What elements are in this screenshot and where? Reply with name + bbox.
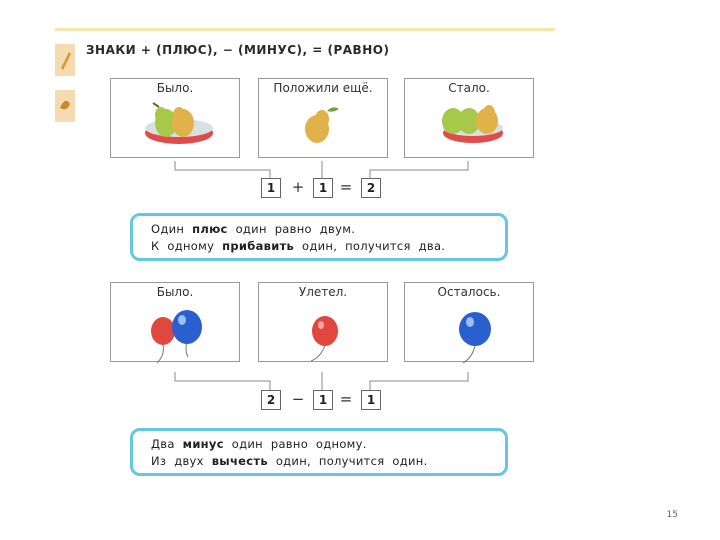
rule-text: Из двух bbox=[151, 454, 212, 468]
rule-keyword: минус bbox=[182, 437, 224, 451]
minus-sign: − bbox=[291, 390, 305, 408]
caption-left: Осталось. bbox=[437, 285, 501, 299]
equation-operand: 1 bbox=[313, 390, 333, 410]
equals-sign: = bbox=[339, 390, 353, 408]
rule-text: один равно двум. bbox=[227, 222, 356, 236]
rule-line: Из двух вычесть один, получится один. bbox=[151, 454, 428, 468]
panel-flew-away: Улетел. bbox=[258, 282, 388, 362]
balloons-icon bbox=[151, 310, 202, 364]
caption-before: Было. bbox=[156, 285, 194, 299]
panel-result: Стало. bbox=[404, 78, 534, 158]
panel-before: Было. bbox=[110, 78, 240, 158]
caption-result: Стало. bbox=[448, 81, 490, 95]
rule-text: один, получится два. bbox=[294, 239, 446, 253]
panel-left: Осталось. bbox=[404, 282, 534, 364]
equation-result: 2 bbox=[361, 178, 381, 198]
equation-operand: 1 bbox=[261, 178, 281, 198]
rule-keyword: плюс bbox=[192, 222, 228, 236]
rule-line: Один плюс один равно двум. bbox=[151, 222, 355, 236]
pencil-tab-icon bbox=[55, 44, 75, 76]
blue-balloon-icon bbox=[459, 312, 491, 364]
rule-text: Два bbox=[151, 437, 183, 451]
panel-before: Было. bbox=[110, 282, 240, 364]
caption-before: Было. bbox=[156, 81, 194, 95]
pears-bowl-icon bbox=[442, 105, 503, 143]
equation-result: 1 bbox=[361, 390, 381, 410]
rule-text: один равно одному. bbox=[223, 437, 367, 451]
pear-icon bbox=[305, 107, 339, 143]
rule-box-subtraction: Два минус один равно одному. Из двух выч… bbox=[130, 428, 508, 476]
rule-keyword: вычесть bbox=[211, 454, 268, 468]
page-title: ЗНАКИ + (ПЛЮС), − (МИНУС), = (РАВНО) bbox=[86, 43, 390, 57]
rule-line: К одному прибавить один, получится два. bbox=[151, 239, 445, 253]
red-balloon-icon bbox=[310, 316, 338, 362]
pears-bowl-icon bbox=[145, 102, 213, 144]
rule-keyword: прибавить bbox=[222, 239, 295, 253]
rule-line: Два минус один равно одному. bbox=[151, 437, 367, 451]
caption-flew-away: Улетел. bbox=[298, 285, 348, 299]
panel-added: Положили ещё. bbox=[258, 78, 388, 158]
equation-operand: 2 bbox=[261, 390, 281, 410]
hand-tab-icon bbox=[55, 90, 75, 122]
caption-added: Положили ещё. bbox=[273, 81, 373, 95]
plus-sign: + bbox=[291, 178, 305, 196]
rule-text: К одному bbox=[151, 239, 223, 253]
rule-text: один, получится один. bbox=[267, 454, 428, 468]
top-border bbox=[55, 28, 555, 31]
rule-text: Один bbox=[151, 222, 193, 236]
page-number: 15 bbox=[666, 510, 678, 520]
equation-operand: 1 bbox=[313, 178, 333, 198]
rule-box-addition: Один плюс один равно двум. К одному приб… bbox=[130, 213, 508, 261]
equals-sign: = bbox=[339, 178, 353, 196]
